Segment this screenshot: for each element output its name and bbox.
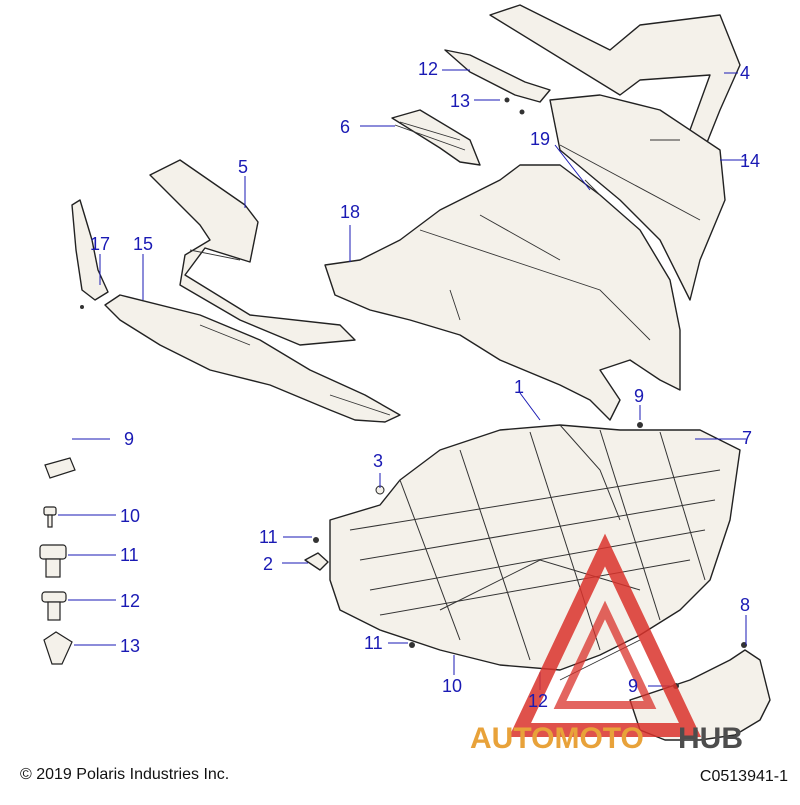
callout-9-legend: 9: [124, 429, 135, 449]
callout-18: 18: [340, 202, 361, 222]
part-16-trim: [444, 49, 551, 103]
part-17-trim: [71, 199, 109, 301]
callout-15: 15: [133, 234, 154, 254]
callout-6: 6: [340, 117, 351, 137]
callout-9-frame-top: 9: [634, 386, 645, 406]
watermark-logo-icon: [508, 533, 702, 737]
copyright-text: © 2019 Polaris Industries Inc.: [20, 766, 230, 783]
part-5-side-panel: [149, 159, 356, 346]
clip-13-icon: [43, 631, 73, 665]
part-8-bracket: [629, 649, 771, 741]
part-7-frame: [329, 424, 741, 671]
callout-9-frame-bottom: 9: [628, 676, 639, 696]
callout-7: 7: [742, 428, 753, 448]
callout-16: 12: [418, 59, 439, 79]
callout-14: 14: [740, 151, 761, 171]
callout-5: 5: [238, 157, 249, 177]
callout-2: 2: [263, 554, 274, 574]
callout-10-frame: 10: [442, 676, 463, 696]
callout-10-legend: 10: [120, 506, 141, 526]
callout-13-legend: 13: [120, 636, 141, 656]
bolt-11-icon: [39, 544, 67, 560]
callout-8: 8: [740, 595, 751, 615]
diagram-code: C0513941-1: [699, 768, 788, 785]
callout-11-frame-left: 11: [259, 527, 278, 547]
callout-11-frame-bottom: 11: [364, 633, 383, 653]
callout-4: 4: [740, 63, 751, 83]
callout-3: 3: [373, 451, 384, 471]
callout-17: 17: [90, 234, 111, 254]
screw-10-icon: [43, 506, 57, 516]
callout-11-legend: 11: [120, 545, 139, 565]
screw-12-icon: [41, 591, 67, 603]
callout-12-legend: 12: [120, 591, 141, 611]
watermark-text-hub: HUB: [678, 722, 743, 755]
part-2-clip: [304, 552, 329, 571]
part-14-hood: [549, 94, 726, 301]
part-15-lower-panel: [104, 294, 401, 423]
clip-9-icon: [44, 457, 76, 479]
watermark-text-automoto: AUTOMOTO: [470, 722, 644, 755]
callout-1: 1: [514, 377, 525, 397]
callout-12-frame: 12: [528, 691, 549, 711]
part-6-vent: [391, 109, 481, 166]
callout-19: 19: [530, 129, 551, 149]
callout-13-top: 13: [450, 91, 471, 111]
part-4-fairing: [489, 4, 741, 161]
part-18-nose-panel: [324, 164, 681, 421]
